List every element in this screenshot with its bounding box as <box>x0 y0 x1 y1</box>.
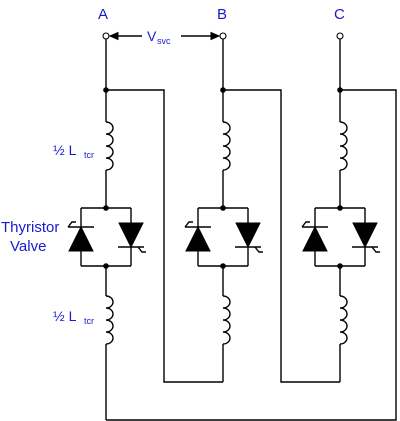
terminal-a-node <box>102 32 110 40</box>
junction-dots <box>103 87 343 269</box>
thyristor-down-icon <box>118 222 144 249</box>
voltage-label: V svc <box>147 28 171 46</box>
valve-label-line1: Thyristor <box>1 219 59 236</box>
upper-inductor-b <box>222 121 231 171</box>
lower-inductor-label: ½ L tcr <box>53 308 94 326</box>
branch-c <box>301 39 380 382</box>
thyristor-up-icon <box>185 225 211 252</box>
terminal-a-label: A <box>98 6 108 23</box>
upper-inductor-c <box>339 121 348 171</box>
lower-inductor-sub: tcr <box>84 316 94 326</box>
voltage-subscript: svc <box>157 36 171 46</box>
lower-inductor-main: ½ L <box>53 308 77 324</box>
thyristor-down-icon <box>235 222 261 249</box>
branch-a <box>67 39 146 420</box>
thyristor-up-icon <box>302 225 328 252</box>
thyristor-up-icon <box>68 225 94 252</box>
arrow-left-head <box>108 31 119 41</box>
lower-inductor-a <box>105 295 114 345</box>
upper-inductor-a <box>105 121 114 171</box>
thyristor-valve-a <box>67 207 146 267</box>
upper-inductor-main: ½ L <box>53 142 77 158</box>
voltage-arrow <box>108 31 221 41</box>
voltage-main: V <box>147 28 157 44</box>
terminal-b-label: B <box>217 6 227 23</box>
terminal-c-label: C <box>334 6 345 23</box>
upper-inductor-label: ½ L tcr <box>53 142 94 160</box>
thyristor-valve-c <box>301 207 380 267</box>
lower-inductor-b <box>222 295 231 345</box>
thyristor-down-icon <box>352 222 378 249</box>
valve-label-line2: Valve <box>10 238 46 255</box>
arrow-right-head <box>210 31 221 41</box>
thyristor-valve-b <box>184 207 263 267</box>
lower-inductor-c <box>339 295 348 345</box>
upper-inductor-sub: tcr <box>84 150 94 160</box>
terminal-b-node <box>219 32 227 40</box>
terminal-c-node <box>336 32 344 40</box>
thyristor-valve-label: Thyristor Valve <box>1 219 59 255</box>
branch-b <box>184 39 263 382</box>
delta-connection <box>106 89 397 421</box>
